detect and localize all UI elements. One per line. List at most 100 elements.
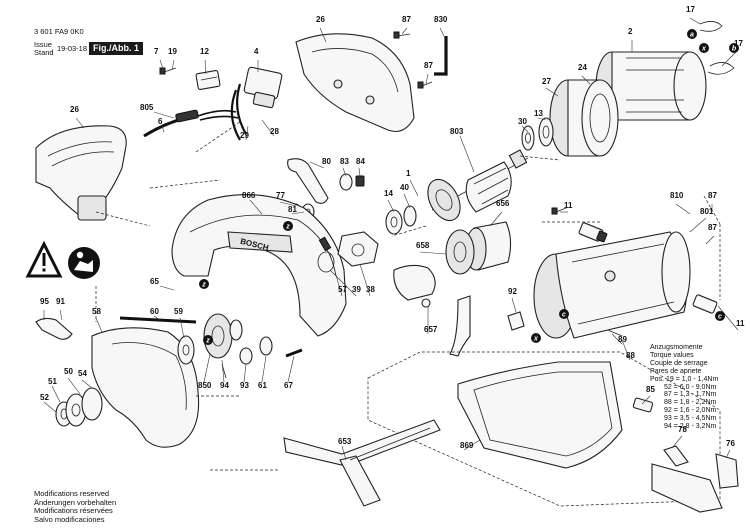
cover-657	[393, 264, 436, 308]
leader-line	[161, 125, 165, 133]
power-cable-6	[143, 109, 239, 138]
gear-658	[445, 229, 475, 275]
leader-line	[689, 217, 707, 233]
part-label: 658	[416, 241, 430, 250]
part-label: 95	[40, 297, 49, 306]
part-label: 52	[40, 393, 49, 402]
part-label: 93	[240, 381, 249, 390]
leader-line	[43, 401, 57, 413]
part-label: 866	[242, 191, 256, 200]
part-label: 27	[542, 77, 551, 86]
part-label: 17	[734, 39, 743, 48]
part-label: 87	[708, 223, 717, 232]
leader-line	[419, 251, 447, 255]
read-manual-icon	[68, 247, 100, 279]
ring-40	[403, 205, 417, 227]
part-label: 6	[158, 117, 163, 126]
leader-line	[358, 167, 361, 177]
base-plate-869	[457, 361, 623, 469]
leader-line	[279, 201, 297, 207]
warning-triangle-icon	[25, 240, 63, 278]
leader-line	[153, 315, 161, 321]
torque-entry: Pos. 19 = 1,0 - 1,4Nm	[650, 375, 719, 383]
part-label: 59	[174, 307, 183, 316]
svg-text:a: a	[690, 32, 694, 39]
part-label: 12	[200, 47, 209, 56]
leader-line	[249, 199, 263, 215]
leader-line	[67, 377, 81, 395]
part-label: 80	[322, 157, 331, 166]
svg-text:x: x	[701, 46, 707, 53]
leader-line	[611, 333, 623, 345]
spring-57	[318, 236, 332, 252]
part-label: 57	[338, 285, 347, 294]
part-label: 11	[564, 201, 573, 210]
part-label: 51	[48, 377, 57, 386]
part-label: 17	[686, 5, 695, 14]
clamp-85	[632, 397, 654, 413]
leader-line	[291, 211, 305, 215]
leader-line	[511, 297, 517, 313]
nut-93	[239, 347, 253, 365]
footer-note-line: Modifications reserved	[34, 489, 110, 498]
part-label: 87	[708, 191, 717, 200]
part-label: 810	[670, 191, 684, 200]
spindle-850	[203, 313, 243, 359]
leader-line	[439, 27, 445, 37]
part-label: 26	[70, 105, 79, 114]
issue-date: 19-03-18	[57, 44, 88, 53]
screw-87-top	[393, 31, 411, 39]
leader-line	[489, 211, 503, 227]
callout-letter: z	[283, 221, 293, 231]
part-label: 850	[198, 381, 212, 390]
leader-line	[261, 119, 275, 137]
part-label: 30	[518, 117, 527, 126]
leader-line	[537, 117, 547, 121]
leader-line	[81, 379, 93, 389]
nut-83	[339, 173, 353, 191]
bearing-13	[538, 117, 554, 147]
callout-letter: x	[531, 333, 541, 343]
bearing-30	[521, 125, 535, 151]
screw-19	[159, 67, 177, 75]
bearing-14	[385, 209, 403, 235]
svg-text:c: c	[562, 312, 566, 319]
part-label: 803	[450, 127, 464, 136]
svg-text:z: z	[285, 224, 290, 231]
switch-4	[230, 66, 283, 141]
leader-line	[287, 355, 295, 383]
part-label: 805	[140, 103, 154, 112]
leader-line	[425, 73, 429, 85]
leader-line	[409, 179, 419, 197]
part-label: 13	[534, 109, 543, 118]
svg-text:c: c	[718, 314, 722, 321]
svg-text:x: x	[533, 336, 539, 343]
hex-key-830	[434, 36, 448, 76]
part-label: 65	[150, 277, 159, 286]
torque-entry: 94 = 2,8 - 3,2Nm	[664, 423, 717, 430]
part-label: 39	[352, 285, 361, 294]
o-ring-39	[317, 251, 335, 273]
guard-58	[91, 327, 200, 448]
leader-line	[159, 285, 175, 291]
part-label: 26	[316, 15, 325, 24]
torque-entry: 88 = 1,8 - 2,2Nm	[664, 399, 717, 407]
leader-line	[717, 305, 739, 331]
leader-line	[203, 353, 211, 383]
leader-line	[621, 339, 631, 361]
motor-housing-801	[533, 231, 691, 339]
part-label: 87	[424, 61, 433, 70]
leader-line	[95, 317, 103, 333]
callout-letter: a	[687, 29, 697, 39]
torque-entry: 93 = 3,5 - 4,5Nm	[664, 415, 717, 423]
leader-line	[261, 355, 267, 383]
part-label: 653	[338, 437, 352, 446]
part-label: 38	[366, 285, 375, 294]
lever-80	[287, 158, 329, 204]
part-label: 4	[254, 47, 259, 56]
leader-line	[521, 125, 529, 133]
